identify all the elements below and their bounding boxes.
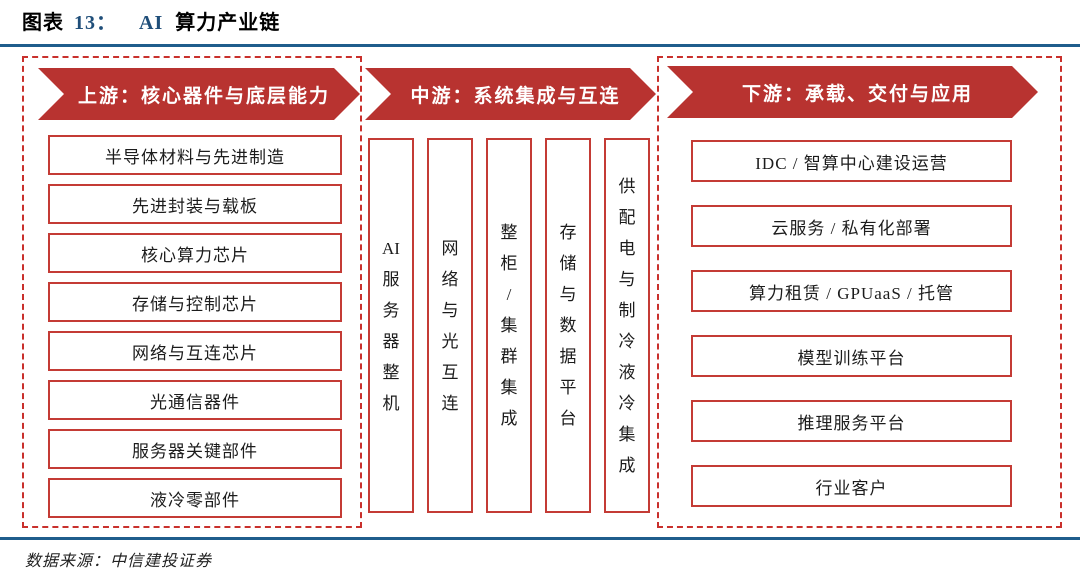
midstream-column-char: 服 [382, 269, 400, 289]
downstream-item-stack: IDC / 智算中心建设运营云服务 / 私有化部署算力租赁 / GPUaaS /… [691, 140, 1012, 507]
midstream-column: AI 服务器整机 [368, 138, 414, 513]
midstream-column-char: 整 [382, 362, 400, 382]
midstream-column-char: 与 [441, 300, 459, 320]
upstream-section: 上游：核心器件与底层能力 半导体材料与先进制造先进封装与载板核心算力芯片存储与控… [22, 56, 362, 528]
midstream-column-char: 整 [500, 223, 518, 242]
upstream-item-stack: 半导体材料与先进制造先进封装与载板核心算力芯片存储与控制芯片网络与互连芯片光通信… [48, 135, 342, 518]
downstream-item-label: 算力租赁 / GPUaaS / 托管 [749, 283, 954, 303]
upstream-item-label: 液冷零部件 [150, 490, 240, 510]
downstream-item-label: 推理服务平台 [797, 413, 906, 433]
upstream-item: 先进封装与载板 [48, 184, 342, 224]
upstream-item: 半导体材料与先进制造 [48, 135, 342, 175]
midstream-banner-label: 中游：系统集成与互连 [410, 85, 621, 107]
figure-label: 图表 [22, 12, 64, 34]
upstream-item-label: 核心算力芯片 [141, 245, 249, 265]
upstream-item: 服务器关键部件 [48, 429, 342, 469]
midstream-column-char: 群 [500, 347, 518, 366]
midstream-column-char: 网 [441, 238, 459, 258]
midstream-column-char: 电 [618, 238, 636, 258]
downstream-item: 推理服务平台 [691, 400, 1012, 442]
midstream-column-char: 与 [618, 269, 636, 289]
upstream-item: 核心算力芯片 [48, 233, 342, 273]
midstream-column-char: 集 [618, 424, 636, 444]
midstream-column-char: 台 [559, 409, 577, 428]
bottom-rule [0, 537, 1080, 540]
figure-title: 图表 13： AI 算力产业链 [22, 6, 280, 35]
upstream-item-label: 半导体材料与先进制造 [105, 147, 285, 167]
upstream-item-label: 先进封装与载板 [132, 196, 258, 216]
upstream-item: 网络与互连芯片 [48, 331, 342, 371]
midstream-column-char: AI [382, 238, 400, 258]
midstream-column-char: 络 [441, 269, 459, 289]
midstream-banner: 中游：系统集成与互连 [365, 68, 656, 120]
downstream-banner: 下游：承载、交付与应用 [667, 66, 1038, 118]
downstream-item: IDC / 智算中心建设运营 [691, 140, 1012, 182]
downstream-item: 模型训练平台 [691, 335, 1012, 377]
midstream-column-char: 集 [500, 316, 518, 335]
midstream-column-char: 存 [559, 223, 577, 242]
upstream-banner: 上游：核心器件与底层能力 [38, 68, 360, 120]
top-rule [0, 44, 1080, 47]
midstream-column-char: 储 [559, 254, 577, 273]
midstream-column-char: 平 [559, 378, 577, 397]
midstream-column-char: 器 [382, 331, 400, 351]
midstream-column-char: 冷 [618, 393, 636, 413]
midstream-column-char: 与 [559, 285, 577, 304]
midstream-column-char: 集 [500, 378, 518, 397]
midstream-column: 供配电与制冷液冷集成 [604, 138, 650, 513]
midstream-column-char: 成 [618, 455, 636, 475]
midstream-column-char: 液 [618, 362, 636, 382]
downstream-banner-label: 下游：承载、交付与应用 [741, 83, 973, 105]
midstream-column-char: 制 [618, 300, 636, 320]
downstream-item-label: IDC / 智算中心建设运营 [755, 153, 948, 173]
downstream-item: 行业客户 [691, 465, 1012, 507]
midstream-column: 整柜/集群集成 [486, 138, 532, 513]
midstream-column-char: 冷 [618, 331, 636, 351]
upstream-item-label: 网络与互连芯片 [132, 343, 258, 363]
downstream-item-label: 云服务 / 私有化部署 [771, 218, 932, 238]
midstream-column-char: 务 [382, 300, 400, 320]
upstream-item: 存储与控制芯片 [48, 282, 342, 322]
figure-number: 13： [74, 12, 117, 34]
figure-title-cn: 算力产业链 [175, 12, 281, 34]
data-source-value: 中信建投证券 [110, 553, 213, 570]
midstream-column-char: 光 [441, 331, 459, 351]
midstream-column-char: 互 [441, 362, 459, 382]
downstream-item: 云服务 / 私有化部署 [691, 205, 1012, 247]
downstream-item: 算力租赁 / GPUaaS / 托管 [691, 270, 1012, 312]
midstream-column-char: 柜 [500, 254, 518, 273]
midstream-column-char: 机 [382, 393, 400, 413]
figure-title-en: AI [139, 12, 164, 34]
downstream-section: 下游：承载、交付与应用 IDC / 智算中心建设运营云服务 / 私有化部署算力租… [657, 56, 1062, 528]
upstream-item-label: 服务器关键部件 [132, 441, 258, 461]
midstream-column-char: / [506, 285, 512, 304]
midstream-column-char: 数 [559, 316, 577, 335]
midstream-column-char: 据 [559, 347, 577, 366]
upstream-banner-label: 上游：核心器件与底层能力 [77, 85, 330, 107]
upstream-item-label: 光通信器件 [150, 392, 240, 412]
midstream-column-char: 连 [441, 393, 459, 413]
upstream-item: 光通信器件 [48, 380, 342, 420]
upstream-item: 液冷零部件 [48, 478, 342, 518]
downstream-item-label: 行业客户 [815, 478, 888, 498]
midstream-column: 网络与光互连 [427, 138, 473, 513]
midstream-column-char: 供 [618, 176, 636, 196]
midstream-column-char: 配 [618, 207, 636, 227]
downstream-item-label: 模型训练平台 [797, 348, 906, 368]
data-source-label: 数据来源： [25, 553, 111, 570]
data-source: 数据来源：中信建投证券 [25, 547, 212, 571]
midstream-column: 存储与数据平台 [545, 138, 591, 513]
upstream-item-label: 存储与控制芯片 [132, 294, 258, 314]
midstream-column-char: 成 [500, 409, 518, 428]
